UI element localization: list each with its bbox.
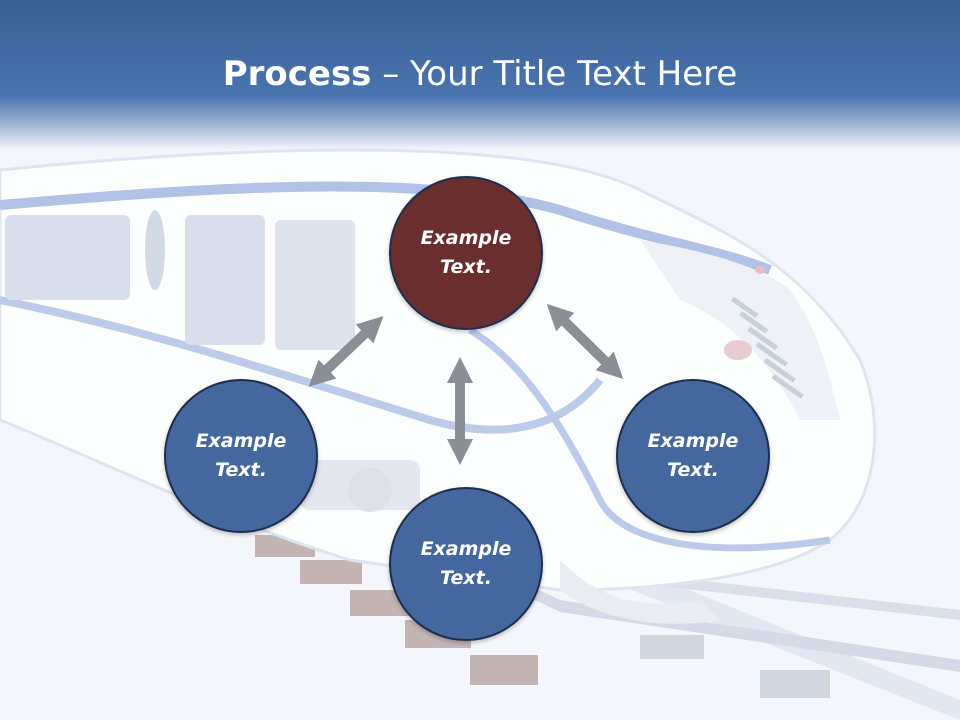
process-node-top-label: Example Text.: [420, 227, 512, 278]
process-node-left[interactable]: Example Text.: [164, 379, 318, 533]
process-node-bottom-label: Example Text.: [420, 538, 512, 589]
title-rest-part: – Your Title Text Here: [371, 54, 738, 94]
process-node-right-label: Example Text.: [647, 430, 739, 481]
title-bar: Process – Your Title Text Here: [0, 0, 960, 150]
page-title: Process – Your Title Text Here: [0, 52, 960, 96]
process-node-top[interactable]: Example Text.: [389, 176, 543, 330]
arrow-top-left: [308, 316, 384, 387]
process-node-right[interactable]: Example Text.: [616, 379, 770, 533]
process-node-left-label: Example Text.: [195, 430, 287, 481]
arrow-top-right: [546, 303, 624, 380]
title-bold-part: Process: [222, 54, 372, 94]
process-node-bottom[interactable]: Example Text.: [389, 487, 543, 641]
